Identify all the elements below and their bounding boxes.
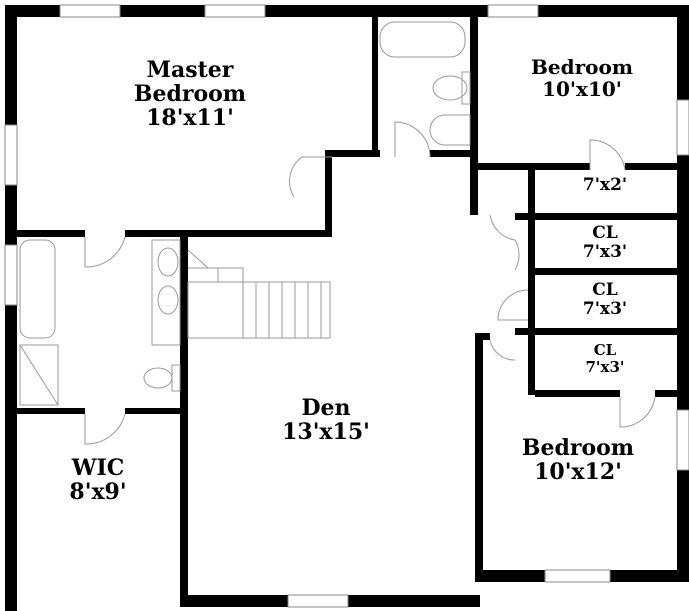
room-label-den: Den 13'x15' [282, 395, 370, 446]
room-label-closet-1: 7'x2' [583, 176, 627, 195]
room-name: Den [301, 395, 351, 421]
room-size: 18'x11' [146, 105, 234, 132]
doors-and-fixtures [19, 21, 656, 445]
room-size: 7'x2' [582, 175, 628, 195]
room-size: 13'x15' [282, 419, 370, 446]
room-size: 8'x9' [69, 479, 127, 506]
room-label-master-bedroom: Master Bedroom 18'x11' [134, 58, 246, 131]
room-label-wic: WIC 8'x9' [69, 455, 127, 506]
room-size: 7'x3' [582, 298, 628, 319]
room-name: CL [593, 341, 617, 359]
room-name: CL [592, 223, 618, 243]
room-label-closet-2: CL 7'x3' [583, 224, 627, 261]
room-size: 10'x10' [542, 77, 622, 101]
room-size: 7'x3' [585, 357, 625, 376]
room-label-closet-4: CL 7'x3' [585, 342, 624, 375]
room-label-closet-3: CL 7'x3' [583, 281, 627, 318]
room-size: 10'x12' [534, 459, 622, 486]
windows [4, 4, 689, 608]
room-name: WIC [71, 455, 125, 481]
room-name: Master [146, 57, 234, 83]
room-name: CL [592, 280, 618, 300]
room-name: Bedroom [531, 55, 633, 79]
room-label-bedroom-2: Bedroom 10'x12' [521, 435, 635, 486]
room-name: Bedroom [521, 435, 635, 461]
room-name: Bedroom [133, 81, 247, 108]
room-size: 7'x3' [582, 241, 628, 262]
room-label-bedroom-1: Bedroom 10'x10' [531, 56, 633, 100]
